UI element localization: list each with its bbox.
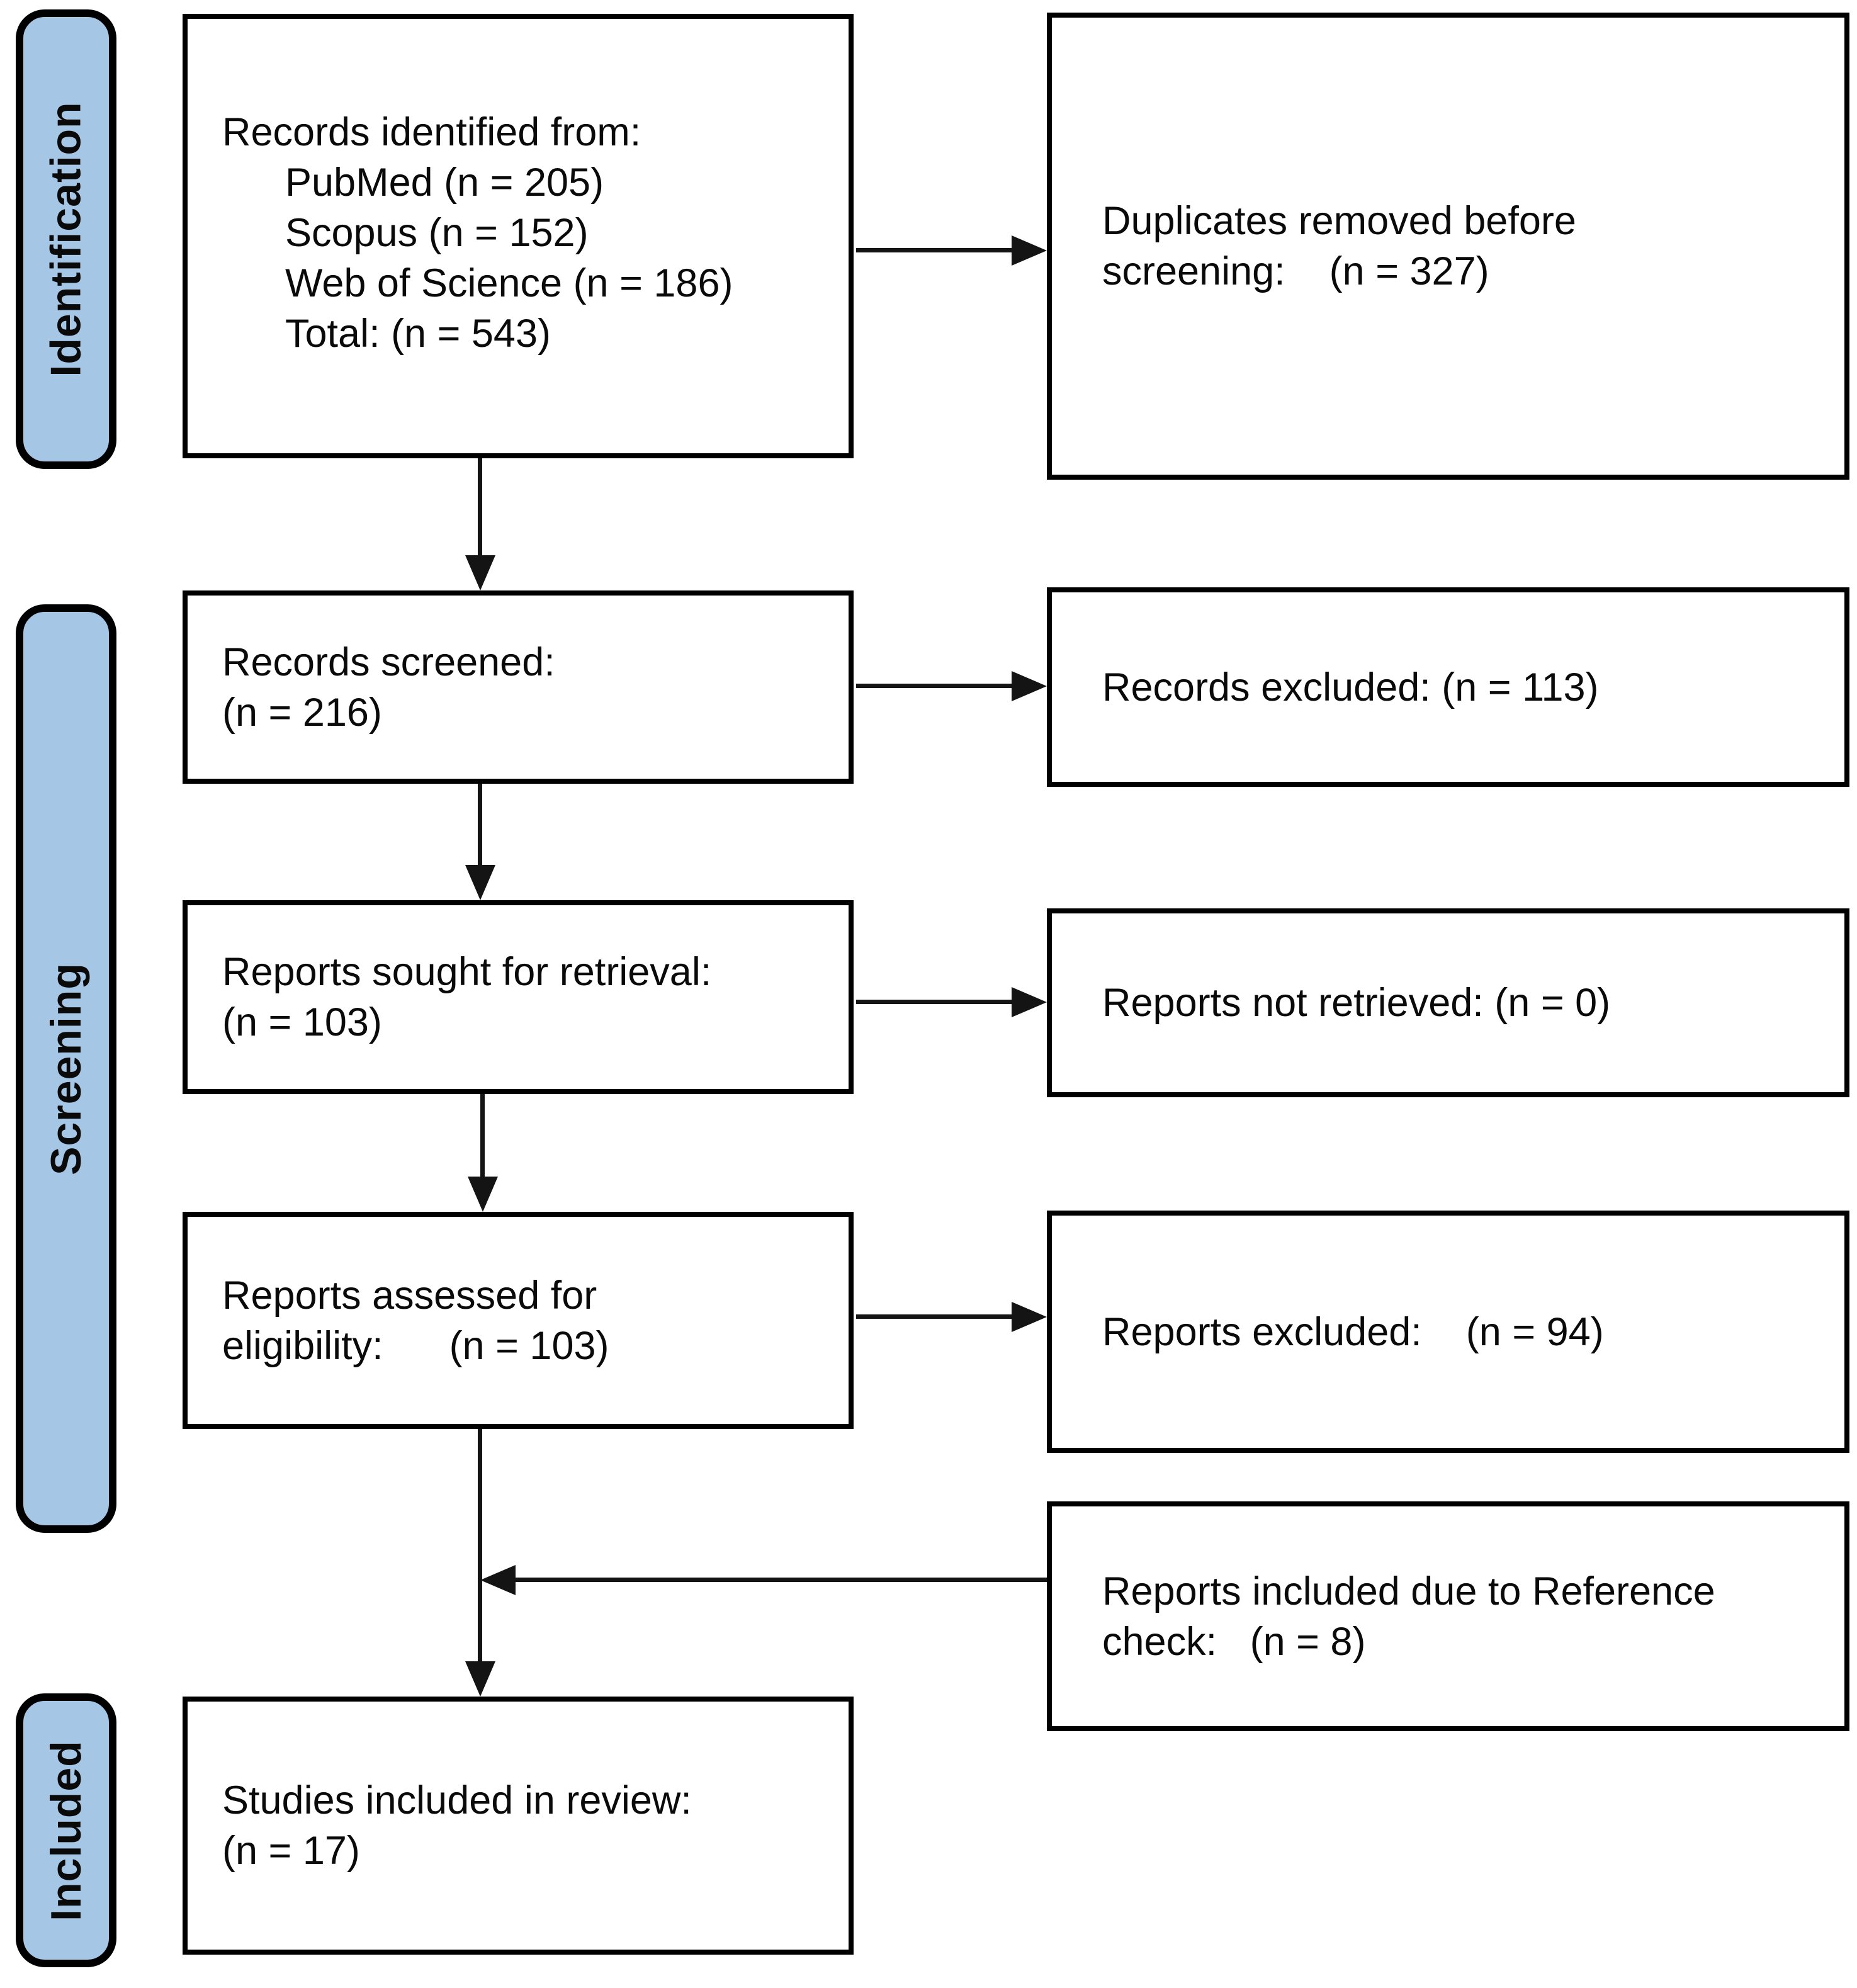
records-identified-source-wos: Web of Science (n = 186) (285, 261, 733, 305)
records-screened-count: (n = 216) (222, 690, 382, 735)
reference-check-line1: Reports included due to Reference (1102, 1569, 1715, 1613)
duplicates-removed-line1: Duplicates removed before (1102, 199, 1576, 243)
box-reference-check: Reports included due to Reference check:… (1047, 1501, 1849, 1731)
arrowhead-right-icon (1012, 1302, 1047, 1332)
arrowhead-right-icon (1012, 987, 1047, 1017)
reports-assessed-line1: Reports assessed for (222, 1273, 597, 1318)
arrowhead-right-icon (1012, 671, 1047, 701)
studies-included-line1: Studies included in review: (222, 1778, 692, 1822)
studies-included-count: (n = 17) (222, 1829, 360, 1873)
box-reports-sought: Reports sought for retrieval: (n = 103) (183, 900, 854, 1094)
box-duplicates-removed: Duplicates removed before screening: (n … (1047, 13, 1849, 480)
reports-sought-line1: Reports sought for retrieval: (222, 950, 712, 994)
reference-check-count: check: (n = 8) (1102, 1619, 1366, 1664)
reports-not-retrieved-line1: Reports not retrieved: (n = 0) (1102, 981, 1611, 1025)
box-records-screened: Records screened: (n = 216) (183, 590, 854, 784)
records-identified-title: Records identified from: (222, 110, 641, 154)
arrowhead-down-icon (465, 1661, 495, 1697)
duplicates-removed-count: screening: (n = 327) (1102, 249, 1489, 293)
box-studies-included: Studies included in review: (n = 17) (183, 1697, 854, 1955)
box-records-excluded: Records excluded: (n = 113) (1047, 587, 1849, 787)
reports-excluded-line1: Reports excluded: (n = 94) (1102, 1309, 1604, 1354)
arrowhead-down-icon (468, 1177, 498, 1212)
records-identified-total: Total: (n = 543) (285, 312, 551, 356)
records-screened-line1: Records screened: (222, 640, 555, 684)
box-records-identified: Records identified from: PubMed (n = 205… (183, 14, 854, 458)
stage-included: Included (16, 1693, 116, 1967)
box-reports-assessed: Reports assessed for eligibility: (n = 1… (183, 1212, 854, 1429)
arrowhead-left-icon (480, 1565, 516, 1595)
records-excluded-line1: Records excluded: (n = 113) (1102, 665, 1599, 709)
reports-sought-count: (n = 103) (222, 1000, 382, 1044)
stage-identification-label: Identification (42, 101, 91, 377)
reports-assessed-count: eligibility: (n = 103) (222, 1323, 609, 1368)
records-identified-source-pubmed: PubMed (n = 205) (285, 161, 604, 205)
stage-screening: Screening (16, 604, 116, 1533)
stage-identification: Identification (16, 9, 116, 469)
records-identified-source-scopus: Scopus (n = 152) (285, 211, 589, 255)
stage-included-label: Included (42, 1739, 91, 1921)
box-reports-excluded: Reports excluded: (n = 94) (1047, 1211, 1849, 1453)
arrowhead-down-icon (465, 865, 495, 900)
arrowhead-right-icon (1012, 235, 1047, 266)
box-reports-not-retrieved: Reports not retrieved: (n = 0) (1047, 908, 1849, 1097)
arrowhead-down-icon (465, 555, 495, 590)
stage-screening-label: Screening (42, 962, 90, 1175)
